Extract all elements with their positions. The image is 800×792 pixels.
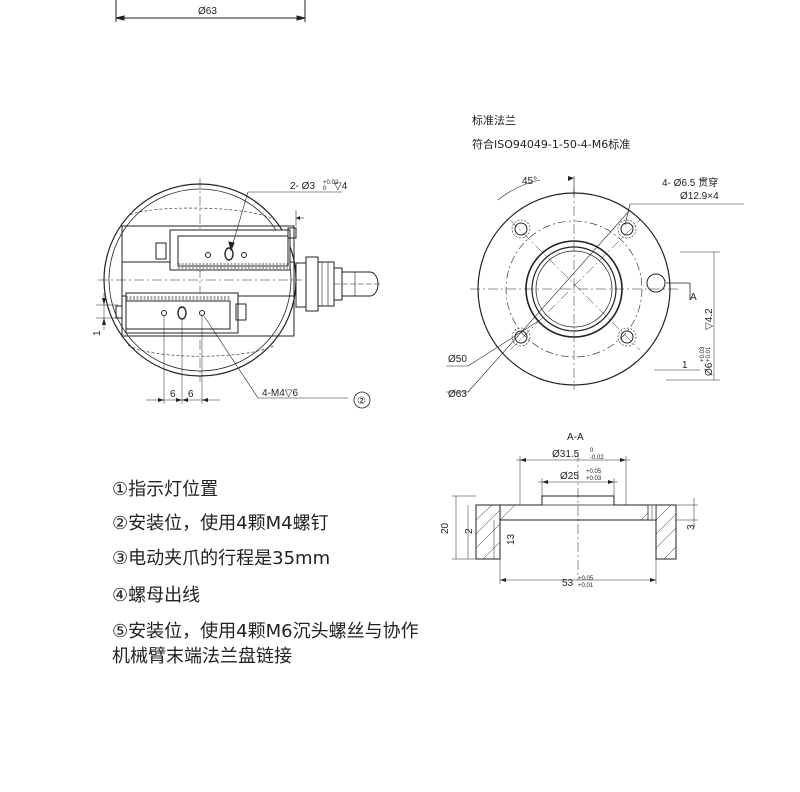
- pin-depth: ▽4.2: [704, 308, 715, 330]
- d25-tol-lower: +0.03: [586, 476, 602, 482]
- section-mark-a: A: [690, 292, 697, 303]
- note-4: ④螺母出线: [112, 585, 201, 606]
- pin-tol-lower: +0.01: [706, 346, 712, 362]
- section-view: [452, 452, 698, 584]
- note-5: ⑤安装位，使用4颗M6沉头螺丝与协作: [112, 621, 419, 642]
- note-1: ①指示灯位置: [112, 479, 219, 500]
- note-5-continued: 机械臂末端法兰盘链接: [112, 646, 292, 667]
- section-h13: 13: [506, 533, 517, 545]
- flange-counterbore: Ø12.9×4: [680, 191, 719, 202]
- screw-callout: 4-M4▽6: [262, 388, 298, 399]
- hole-depth: ▽4: [334, 181, 348, 192]
- flange-dim-1: 1: [682, 360, 688, 371]
- section-w53: 53: [562, 578, 574, 589]
- top-diameter-label: Ø63: [198, 6, 217, 17]
- left-dim-1: 1: [92, 330, 103, 336]
- flange-hole-callout: 4- Ø6.5 贯穿: [662, 176, 718, 189]
- section-h20: 20: [440, 522, 451, 534]
- section-h2: 2: [464, 528, 475, 534]
- section-d31-5: Ø31.5: [552, 449, 580, 460]
- gripper-body-view: [96, 178, 382, 409]
- flange-standard: 符合ISO94049-1-50-4-M6标准: [472, 137, 630, 151]
- d31-5-tol-upper: 0: [590, 448, 594, 454]
- w53-tol-lower: +0.01: [578, 583, 594, 589]
- hole-tol-lower: 0: [323, 186, 327, 192]
- pin-hole-dia: Ø6: [704, 362, 715, 376]
- d31-5-tol-lower: -0.02: [590, 455, 604, 461]
- flange-title: 标准法兰: [472, 113, 516, 127]
- section-h3: 3: [686, 524, 697, 530]
- d25-tol-upper: +0.05: [586, 469, 602, 475]
- flange-view: [446, 176, 744, 393]
- dim-6-b: 6: [188, 389, 194, 400]
- hole-tol-upper: +0.02: [323, 180, 339, 186]
- section-title: A-A: [567, 432, 584, 443]
- flange-d63: Ø63: [448, 389, 467, 400]
- dim-6-a: 6: [170, 389, 176, 400]
- item-marker-2: ②: [357, 396, 366, 407]
- pin-tol-upper: +0.03: [700, 346, 706, 362]
- top-view: [115, 0, 306, 22]
- hole-callout: 2- Ø3: [290, 181, 315, 192]
- section-d25: Ø25: [560, 471, 579, 482]
- note-3: ③电动夹爪的行程是35mm: [112, 548, 331, 569]
- angle-45: 45°: [522, 176, 537, 187]
- note-2: ②安装位，使用4颗M4螺钉: [112, 513, 329, 534]
- flange-d50: Ø50: [448, 354, 467, 365]
- w53-tol-upper: +0.05: [578, 576, 594, 582]
